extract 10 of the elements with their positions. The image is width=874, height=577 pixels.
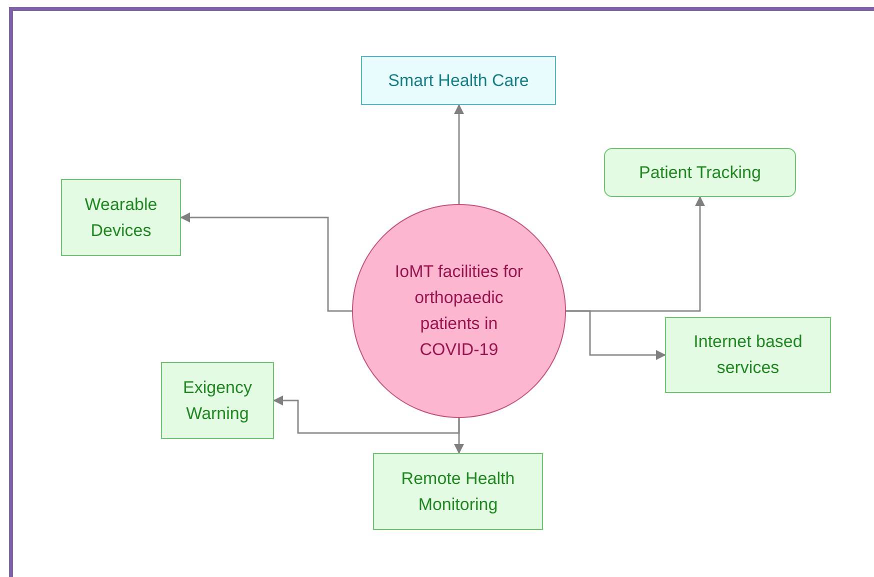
arrow bbox=[273, 396, 460, 434]
process-box: Smart Health Care bbox=[361, 56, 556, 105]
process-box: Remote Health Monitoring bbox=[373, 453, 543, 530]
rounded-box: Patient Tracking bbox=[604, 148, 796, 197]
arrow bbox=[454, 104, 464, 204]
process-box: Exigency Warning bbox=[161, 362, 274, 439]
arrow bbox=[180, 212, 352, 312]
process-box: Internet based services bbox=[665, 317, 831, 393]
process-box: Wearable Devices bbox=[61, 179, 181, 256]
arrow bbox=[565, 310, 666, 360]
